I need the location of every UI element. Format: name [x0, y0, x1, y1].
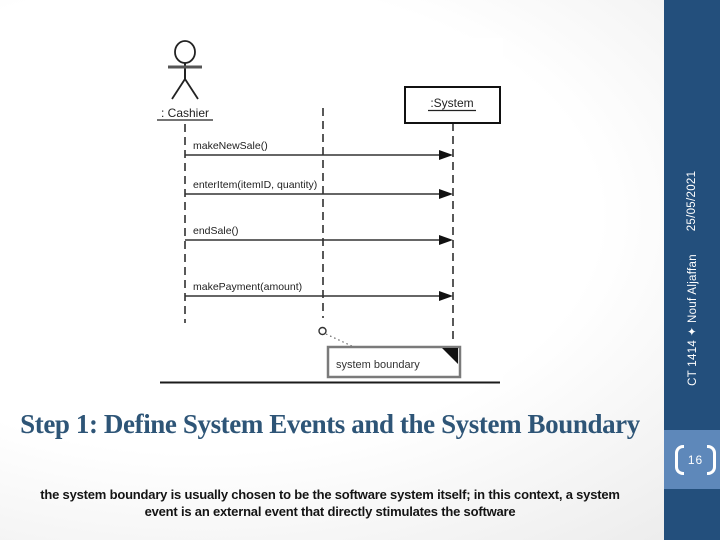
slide-number: 16	[687, 452, 704, 467]
course-author-label: CT 1414 ✦ Nouf Aljaffan	[687, 254, 699, 386]
system-box	[404, 86, 501, 124]
sequence-diagram: : Cashier :System makeNewSale() enterIte…	[155, 38, 503, 384]
right-bracket-icon	[707, 444, 717, 475]
arrowhead-icon	[439, 291, 453, 301]
system-label: :System	[430, 96, 473, 110]
message-label: enterItem(itemID, quantity)	[193, 179, 317, 191]
arrowhead-icon	[439, 235, 453, 245]
note-connector-line	[325, 333, 357, 349]
arrowhead-icon	[439, 189, 453, 199]
boundary-endpoint-icon	[318, 326, 327, 336]
message-label: endSale()	[193, 225, 239, 237]
folded-corner-icon	[442, 348, 458, 364]
body-text: the system boundary is usually chosen to…	[40, 487, 620, 519]
system-boundary-note: system boundary	[326, 345, 462, 379]
slide-number-badge: 16	[664, 430, 720, 489]
message-label: makePayment(amount)	[193, 281, 302, 293]
note-label: system boundary	[336, 359, 420, 371]
date-label: 25/05/2021	[686, 170, 698, 232]
page-title: Step 1: Define System Events and the Sys…	[20, 409, 640, 439]
actor-label: : Cashier	[161, 106, 209, 120]
left-bracket-icon	[674, 444, 684, 475]
actor-cashier-icon	[168, 40, 202, 100]
message-label: makeNewSale()	[193, 140, 268, 152]
arrowhead-icon	[439, 150, 453, 160]
sequence-diagram-svg: : Cashier :System makeNewSale() enterIte…	[157, 40, 501, 384]
